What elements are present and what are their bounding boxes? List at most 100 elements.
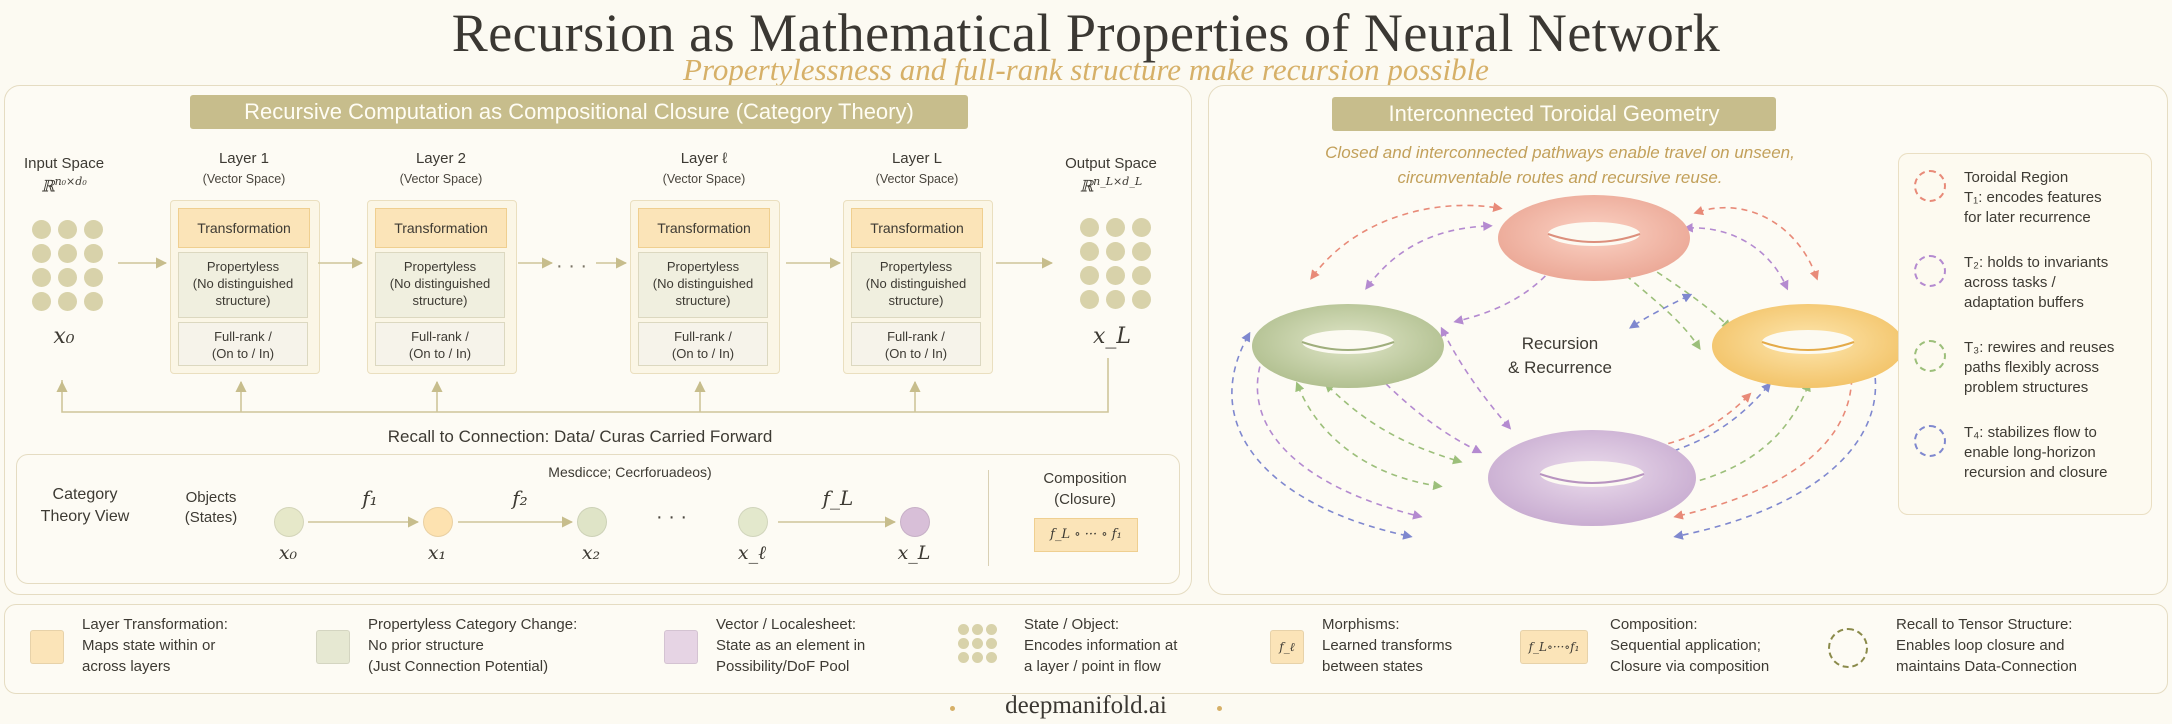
path-purple-3 (1453, 264, 1557, 325)
torus-legend-ring (1914, 255, 1946, 287)
propertyless-line: structure) (215, 293, 271, 308)
fullrank-line: (On to / In) (211, 346, 275, 361)
output-space-title: Output Space (1065, 155, 1157, 172)
fullrank-box: Full-rank / (On to / In) (178, 322, 308, 366)
output-state-dot (1106, 290, 1125, 309)
path-purple-2 (1683, 222, 1789, 291)
torus-legend-ring (1914, 425, 1946, 457)
transformation-box: Transformation (375, 208, 507, 248)
legend-item-line: Learned transforms (1322, 637, 1453, 654)
input-state-dot (58, 292, 77, 311)
path-blue-4 (1653, 382, 1772, 460)
legend-item-line: State as an element in (716, 637, 866, 654)
legend-item-title: Vector / Localesheet: (716, 616, 857, 633)
output-space-dim: ℝn_L×d_L (1079, 175, 1143, 196)
legend-item-line: Sequential application; (1610, 637, 1761, 654)
composition-label: Composition(Closure) (1043, 470, 1127, 508)
legend-state-dot (972, 638, 983, 649)
composition-divider (988, 470, 989, 566)
page-title: Recursion as Mathematical Properties of … (451, 3, 1721, 63)
category-state-dot (274, 507, 304, 537)
path-blue-1 (1629, 293, 1693, 329)
fullrank-line: (On to / In) (408, 346, 472, 361)
category-state-label: x₂ (581, 542, 601, 564)
input-state-dot (58, 220, 77, 239)
torus-t3 (1712, 304, 1898, 388)
propertyless-line: structure) (412, 293, 468, 308)
layer-subtitle: (Vector Space) (399, 172, 483, 186)
objects-label: Objects(States) (184, 489, 238, 526)
input-state-dot (84, 220, 103, 239)
legend-state-dot (958, 638, 969, 649)
path-purple-4 (1256, 351, 1423, 520)
legend-state-dot (986, 638, 997, 649)
legend-item-line: (Just Connection Potential) (368, 658, 549, 675)
layer-subtitle: (Vector Space) (875, 172, 959, 186)
layer-title: Layer 1 (218, 150, 270, 167)
path-red-3 (1673, 341, 1854, 520)
toroidal-diagram (1231, 195, 1898, 540)
transformation-box: Transformation (638, 208, 770, 248)
torus-t2 (1252, 304, 1444, 388)
legend-item-line: maintains Data-Connection (1896, 658, 2077, 675)
page-subtitle: Propertylessness and full-rank structure… (683, 52, 1489, 87)
output-symbol: x_L (1092, 324, 1132, 349)
fullrank-line: Full-rank / (214, 329, 272, 344)
legend-item: Propertyless Category Change:No prior st… (368, 614, 628, 677)
transformation-box: Transformation (178, 208, 310, 248)
legend-item-line: Encodes information at (1024, 637, 1178, 654)
torus-legend (1898, 153, 2152, 515)
path-green-2 (1644, 263, 1732, 330)
propertyless-line: (No distinguished (389, 276, 491, 291)
legend-item-title: Composition: (1610, 616, 1698, 633)
propertyless-line: structure) (675, 293, 731, 308)
torus-legend-line: paths flexibly across (1964, 359, 2100, 376)
legend-item-line: Possibility/DoF Pool (716, 658, 850, 675)
fullrank-line: Full-rank / (887, 329, 945, 344)
legend-item-title: State / Object: (1024, 616, 1120, 633)
path-purple-5 (1374, 372, 1483, 454)
fullrank-line: Full-rank / (411, 329, 469, 344)
path-purple-6 (1440, 326, 1512, 430)
path-red-1 (1310, 202, 1503, 280)
fullrank-line: Full-rank / (674, 329, 732, 344)
morphism-label: f₂ (512, 486, 528, 510)
composition-formula-box: f_L ∘ ··· ∘ f₁ (1034, 518, 1138, 552)
path-blue-2 (1231, 331, 1413, 540)
morphism-arrows (308, 516, 897, 528)
torus-legend-line: Toroidal Region (1964, 169, 2069, 186)
category-header: Mesdicce; Cecrforuadeos) (548, 464, 712, 480)
fullrank-line: (On to / In) (671, 346, 735, 361)
legend-item-line: Closure via composition (1610, 658, 1770, 675)
right-panel-banner: Interconnected Toroidal Geometry (1332, 97, 1776, 131)
legend-swatch: f_ℓ (1270, 630, 1304, 664)
torus-legend-line: across tasks / (1964, 274, 2056, 291)
legend-state-dot (958, 652, 969, 663)
fullrank-line: (On to / In) (884, 346, 948, 361)
output-state-dot (1106, 218, 1125, 237)
propertyless-line: (No distinguished (652, 276, 754, 291)
torus-legend-item: T₃: rewires and reuses paths flexibly acr… (1964, 338, 2146, 398)
input-state-dot (32, 292, 51, 311)
category-state-label: x_ℓ (737, 542, 767, 564)
fullrank-box: Full-rank / (On to / In) (375, 322, 505, 366)
torus-legend-line: enable long-horizon (1964, 444, 2096, 461)
layer-title: Layer ℓ (680, 150, 728, 167)
input-state-dot (32, 220, 51, 239)
input-state-dot (58, 244, 77, 263)
torus-legend-line: T₃: rewires and reuses (1964, 339, 2115, 356)
legend-item-line: across layers (82, 658, 171, 675)
legend-state-dot (986, 652, 997, 663)
torus-center-label: Recursion& Recurrence (1508, 334, 1612, 377)
morphism-label: f₁ (362, 486, 378, 510)
legend-item-line: Enables loop closure and (1896, 637, 2065, 654)
category-state-dot (423, 507, 453, 537)
output-state-grid (1080, 218, 1164, 309)
legend-item-title: Morphisms: (1322, 616, 1400, 633)
